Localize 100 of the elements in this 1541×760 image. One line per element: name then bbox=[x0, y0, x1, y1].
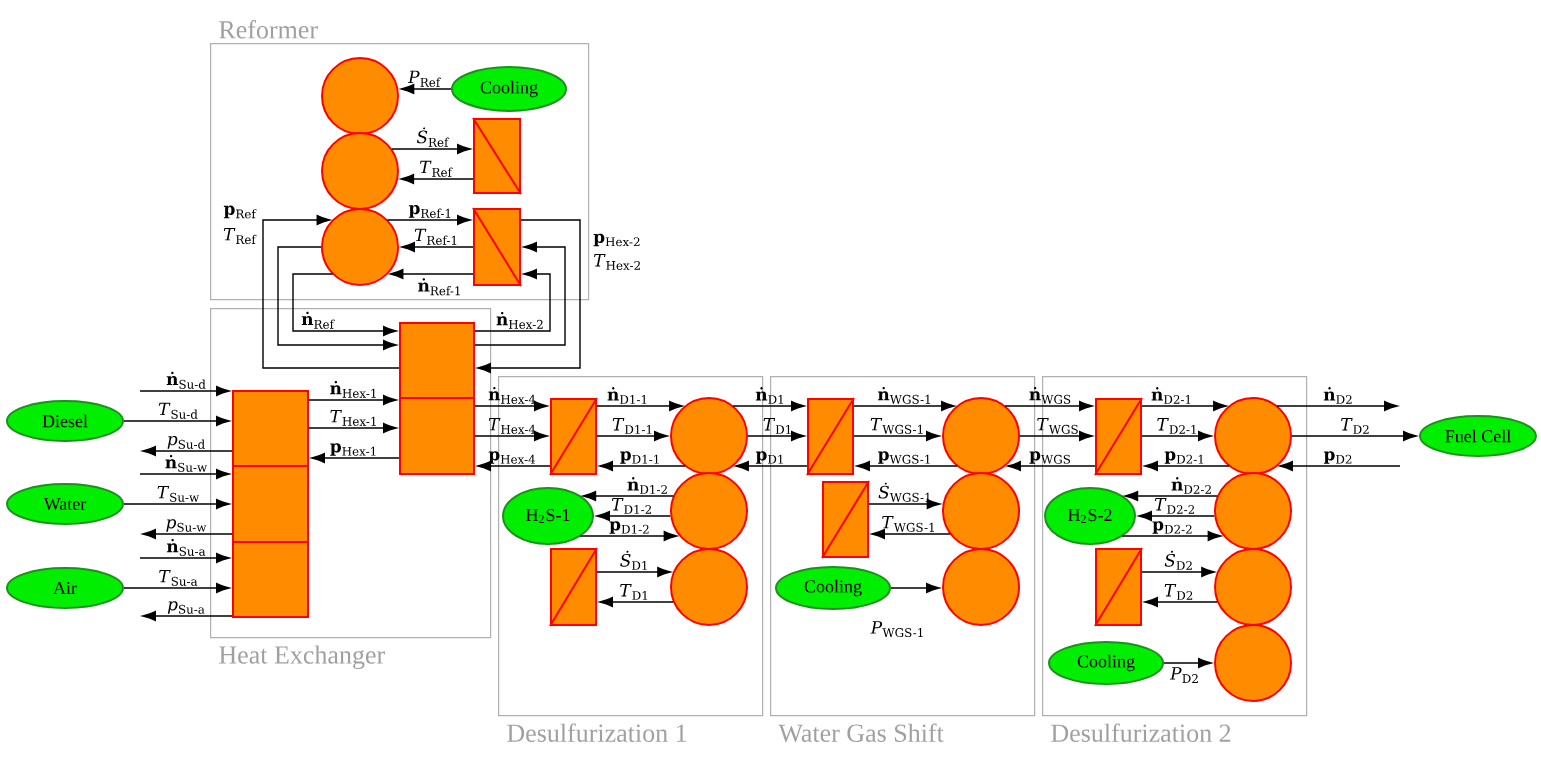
circle-node bbox=[1214, 397, 1292, 475]
circle-node bbox=[321, 132, 399, 210]
arrow bbox=[596, 431, 668, 442]
diagonal-box bbox=[549, 547, 598, 627]
arrow bbox=[596, 511, 672, 522]
edge-label: T$_{Ref}$ bbox=[223, 227, 257, 245]
diagonal-box bbox=[806, 397, 855, 476]
edge-label: T$_{D2}$ bbox=[1164, 584, 1193, 600]
ellipse-node: Cooling bbox=[775, 566, 891, 610]
arrow bbox=[735, 461, 808, 472]
edge-label: T$_{Ref}$ bbox=[420, 160, 453, 177]
diagonal-box bbox=[1094, 397, 1143, 476]
edge-label: ṅ$_{Hex-2}$ bbox=[496, 311, 543, 329]
edge-label: T$_{Su-d}$ bbox=[158, 402, 198, 419]
edge-label: T$_{D1}$ bbox=[763, 418, 791, 434]
edge-label: p$_{WGS-1}$ bbox=[878, 451, 930, 464]
arrow bbox=[868, 498, 941, 510]
arrow bbox=[386, 214, 471, 226]
edge-label: T$_{D1-1}$ bbox=[612, 418, 652, 434]
edge-label: ṅ$_{D2-2}$ bbox=[1171, 477, 1211, 494]
arrow bbox=[139, 385, 230, 397]
arrow bbox=[474, 400, 548, 412]
arrow bbox=[1144, 596, 1218, 608]
arrow bbox=[890, 582, 940, 594]
arrow bbox=[1279, 461, 1401, 472]
ellipse-node: Fuel Cell bbox=[1419, 415, 1537, 457]
block-box bbox=[399, 322, 475, 399]
arrow bbox=[1138, 511, 1216, 522]
edge-label: p$_{Ref-1}$ bbox=[408, 205, 451, 218]
ellipse-node: H$_{2}$S-1 bbox=[502, 487, 594, 545]
block-box bbox=[232, 390, 309, 467]
block-box bbox=[232, 465, 309, 543]
edge-label: T$_{D2}$ bbox=[1341, 418, 1369, 434]
circle-node bbox=[321, 208, 399, 286]
edge-label: p$_{WGS}$ bbox=[1029, 451, 1070, 464]
arrow bbox=[732, 400, 805, 412]
edge-label: p$_{D1-2}$ bbox=[609, 521, 649, 534]
circle-node bbox=[321, 57, 399, 135]
arrow bbox=[292, 273, 397, 337]
edge-label: Ṡ$_{Ref}$ bbox=[416, 127, 450, 147]
edge-label: p$_{Ref}$ bbox=[223, 205, 257, 219]
arrow bbox=[1141, 431, 1212, 442]
circle-node bbox=[1214, 624, 1292, 702]
arrow bbox=[1163, 657, 1212, 669]
circle-node bbox=[942, 548, 1020, 626]
edge-label: T$_{Su-a}$ bbox=[159, 569, 198, 586]
arrow bbox=[1276, 400, 1398, 412]
edge-label: ṅ$_{WGS}$ bbox=[1029, 386, 1071, 404]
edge-label: ṅ$_{D1}$ bbox=[755, 387, 783, 404]
edge-label: ṅ$_{D2}$ bbox=[1323, 387, 1352, 404]
arrow bbox=[142, 528, 233, 540]
circle-node bbox=[670, 548, 748, 626]
arrow bbox=[853, 431, 940, 442]
edge-label: T$_{Ref-1}$ bbox=[414, 228, 457, 245]
arrow bbox=[123, 415, 230, 427]
arrow bbox=[477, 461, 551, 472]
edge-label: ṅ$_{Ref}$ bbox=[301, 311, 335, 329]
arrow bbox=[308, 394, 397, 406]
edge-label: p$_{Hex-1}$ bbox=[330, 443, 376, 456]
arrow bbox=[474, 268, 551, 332]
edge-label: T$_{D1-2}$ bbox=[611, 498, 652, 514]
arrow bbox=[1141, 400, 1227, 412]
edge-label: p$_{Su-w}$ bbox=[166, 519, 207, 532]
edge-label: ṅ$_{WGS-1}$ bbox=[878, 386, 930, 404]
arrow bbox=[871, 528, 951, 540]
ellipse-node: Cooling bbox=[1048, 641, 1164, 685]
edge-label: T$_{WGS-1}$ bbox=[870, 417, 923, 434]
arrow bbox=[389, 268, 474, 280]
arrow bbox=[391, 143, 471, 155]
edge-label: ṅ$_{Su-a}$ bbox=[166, 538, 206, 556]
edge-label: p$_{D1}$ bbox=[755, 451, 783, 464]
edge-label: T$_{Su-w}$ bbox=[157, 485, 199, 502]
ellipse-node: Air bbox=[6, 567, 124, 609]
ellipse-node: Diesel bbox=[6, 400, 124, 442]
arrow bbox=[477, 219, 581, 374]
arrow bbox=[474, 241, 566, 346]
arrow bbox=[401, 241, 474, 253]
edge-label: ṅ$_{D2-1}$ bbox=[1151, 387, 1191, 404]
arrow bbox=[853, 400, 955, 412]
arrow bbox=[262, 214, 400, 369]
edge-label: p$_{D2-1}$ bbox=[1164, 451, 1204, 464]
block-box bbox=[399, 397, 475, 475]
node-label: Water Gas Shift bbox=[778, 723, 944, 743]
arrow bbox=[582, 490, 674, 502]
edge-label: ṅ$_{Ref-1}$ bbox=[418, 278, 460, 296]
edge-label: ṅ$_{Hex-4}$ bbox=[488, 386, 536, 404]
arrow bbox=[1004, 400, 1093, 412]
node-label: Desulfurization 1 bbox=[507, 723, 687, 742]
arrow bbox=[1007, 461, 1096, 472]
edge-label: P$_{WGS-1}$ bbox=[870, 621, 923, 638]
arrow bbox=[123, 498, 230, 510]
diagonal-box bbox=[472, 207, 522, 287]
arrow bbox=[277, 246, 397, 351]
arrow bbox=[123, 582, 230, 594]
circle-node bbox=[942, 472, 1020, 550]
diagonal-box bbox=[472, 117, 522, 195]
arrow bbox=[1019, 431, 1093, 442]
edge-label: p$_{D1-1}$ bbox=[620, 451, 659, 464]
edge-label: ṅ$_{Su-w}$ bbox=[165, 454, 207, 472]
edge-label: Ṡ$_{D1}$ bbox=[620, 550, 647, 570]
